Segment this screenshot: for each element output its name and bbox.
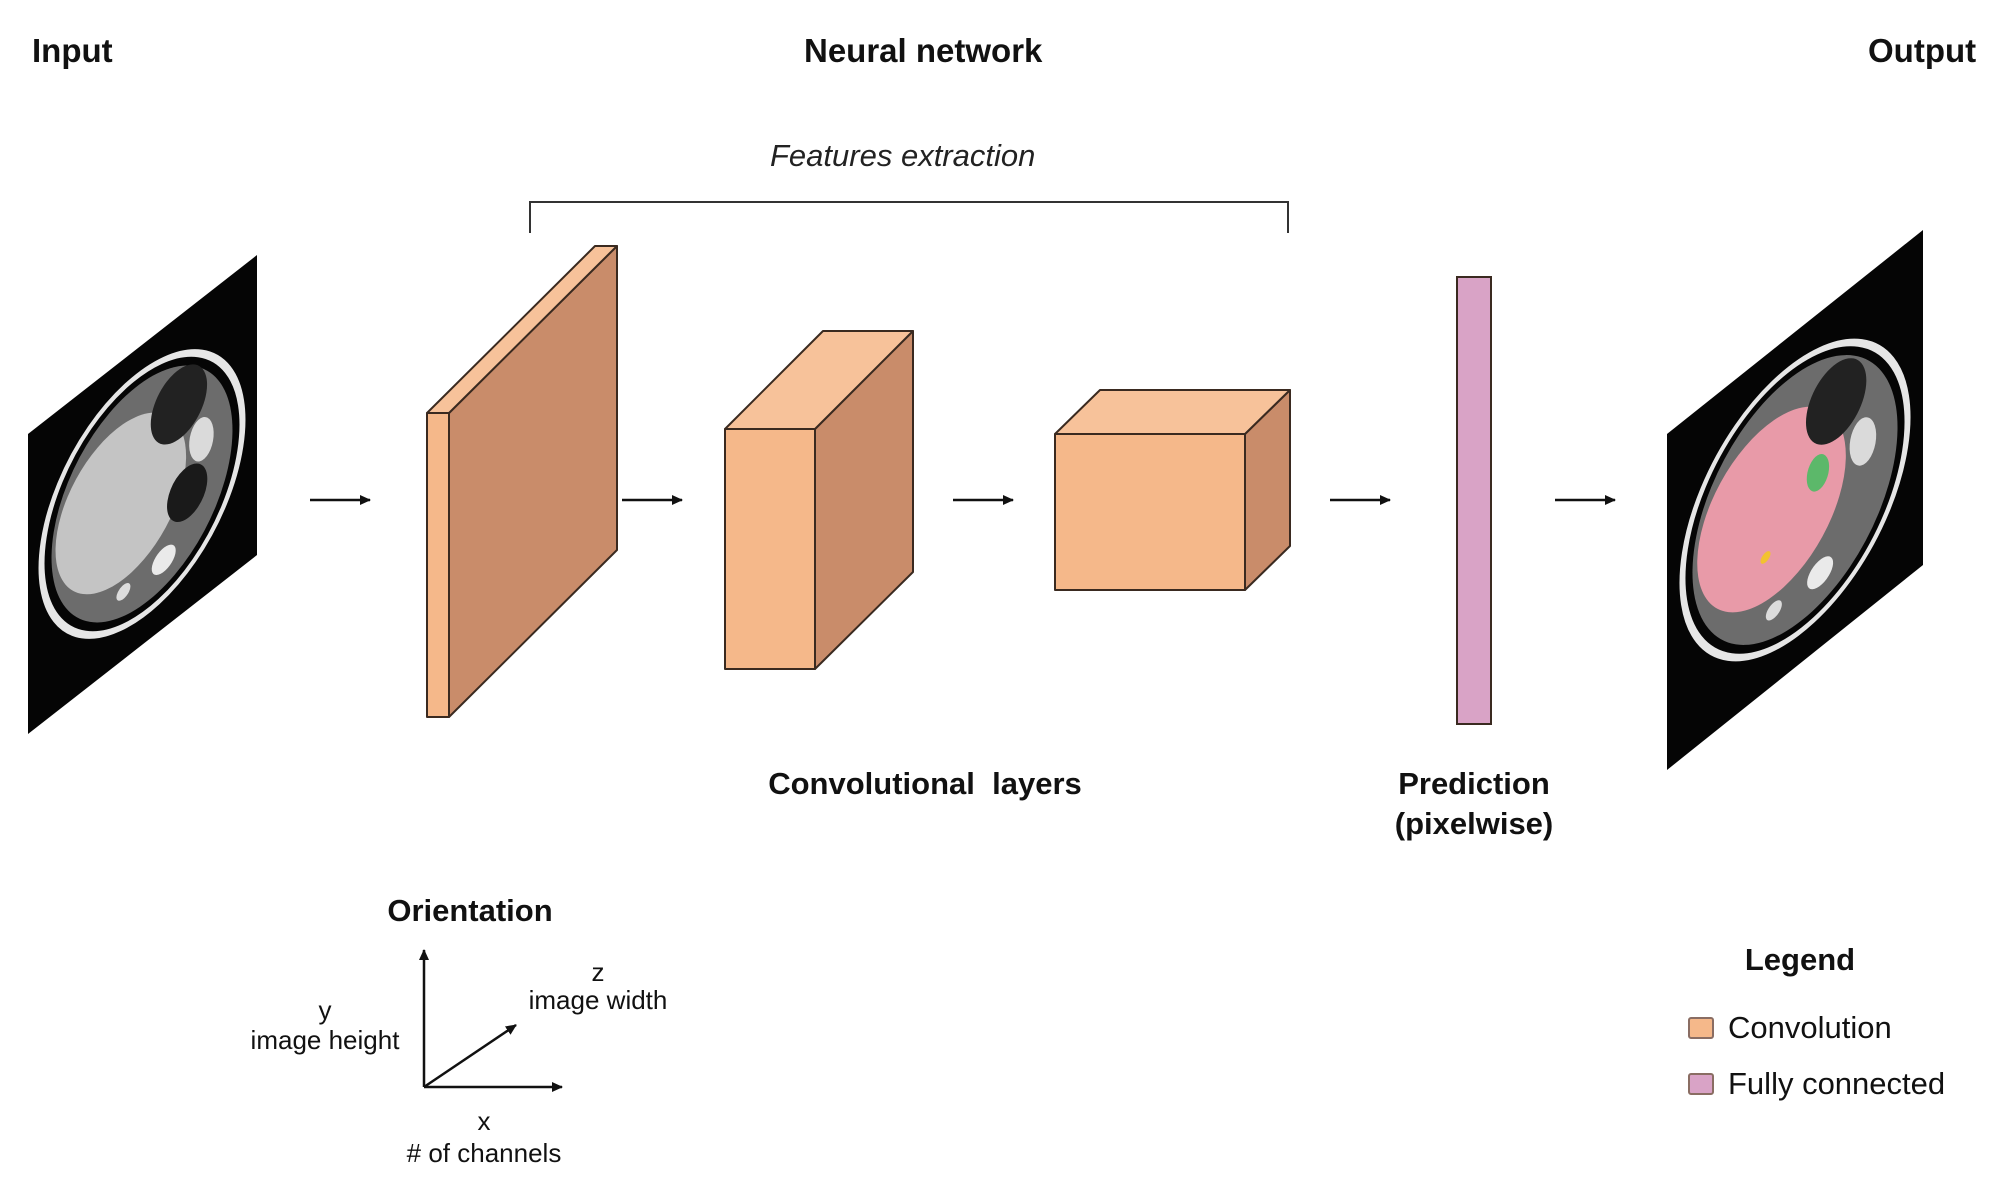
x-axis-letter: x [477, 1106, 491, 1136]
legend-label-fully-connected: Fully connected [1728, 1066, 1946, 1101]
convolution-swatch [1688, 1017, 1714, 1039]
features-extraction-label: Features extraction [770, 138, 1036, 173]
conv-block-3 [1054, 389, 1291, 591]
conv-block-2-front [724, 428, 816, 670]
input-heading: Input [32, 32, 113, 69]
z-axis-letter: z [591, 957, 605, 987]
fully-connected-swatch [1688, 1073, 1714, 1095]
y-axis-label: image height [250, 1025, 400, 1055]
legend-item-fully-connected: Fully connected [1688, 1066, 1945, 1102]
input-ct-image [28, 255, 257, 734]
x-axis-label: # of channels [406, 1138, 562, 1168]
legend-item-convolution: Convolution [1688, 1010, 1892, 1046]
prediction-label: Prediction [1398, 766, 1550, 801]
conv-block-1 [426, 245, 618, 718]
orientation-title: Orientation [387, 893, 553, 928]
conv-block-1-front [426, 412, 450, 718]
network-heading: Neural network [804, 32, 1043, 69]
conv-block-3-front [1054, 433, 1246, 591]
z-axis-label: image width [528, 985, 668, 1015]
convolutional-layers-label: Convolutional layers [768, 766, 1082, 801]
orientation-axes [419, 949, 563, 1092]
legend-title: Legend [1744, 942, 1856, 977]
y-axis-letter: y [318, 995, 332, 1025]
conv-block-2 [724, 330, 914, 670]
fully-connected-bar [1456, 276, 1492, 725]
legend-label-convolution: Convolution [1728, 1010, 1892, 1045]
z-axis-arrow [423, 1023, 517, 1089]
output-segmented-image [1667, 230, 1923, 770]
prediction-sublabel: (pixelwise) [1394, 806, 1554, 841]
output-heading: Output [1868, 32, 1977, 69]
features-bracket [529, 201, 1289, 233]
